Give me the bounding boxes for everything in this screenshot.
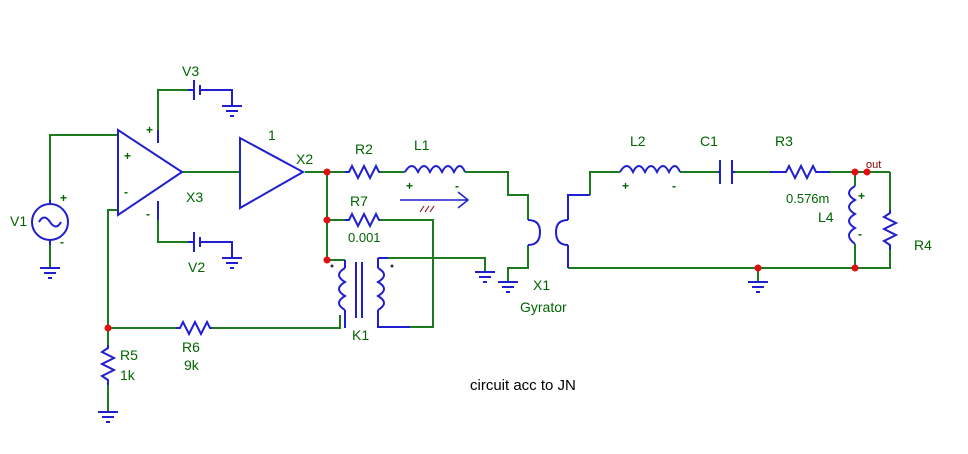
- r3-label: R3: [775, 133, 793, 149]
- l2-plus-sign: +: [622, 179, 629, 193]
- out-net-label: out: [866, 159, 881, 171]
- l4-value: 0.576m: [786, 191, 829, 206]
- junction-ground-out: [754, 264, 762, 272]
- inductor-l2: L2 + -: [619, 133, 681, 193]
- resistor-r7: R7 0.001: [345, 193, 381, 245]
- junction-out-right: [863, 168, 871, 176]
- inductor-l1: L1 + -: [400, 137, 470, 213]
- junction-r5: [104, 324, 112, 332]
- v1-label: V1: [10, 213, 27, 229]
- ground-output: [748, 281, 768, 293]
- x3-inverting-sign: -: [124, 185, 128, 199]
- v3-label: V3: [182, 63, 199, 79]
- gyrator-x1: X1 Gyrator: [520, 194, 590, 315]
- junction-nodes: [104, 168, 871, 332]
- x3-vminus-sign: -: [146, 207, 150, 221]
- v1-plus-sign: +: [60, 191, 67, 205]
- ground-r5: [98, 411, 118, 423]
- x3-noninverting-sign: +: [124, 149, 131, 163]
- x2-label: X2: [296, 151, 313, 167]
- l1-minus-sign: -: [455, 179, 459, 193]
- l4-label: L4: [818, 209, 834, 225]
- ground-k1: [475, 271, 495, 283]
- r6-label: R6: [182, 339, 200, 355]
- wires: [49, 89, 891, 412]
- l1-plus-sign: +: [406, 179, 413, 193]
- ground-v1: [40, 267, 60, 279]
- r6-value: 9k: [184, 357, 200, 373]
- r7-label: R7: [350, 193, 368, 209]
- resistor-r6: R6 9k: [176, 319, 212, 373]
- junction-r7: [323, 216, 331, 224]
- source-v1: + - V1: [10, 191, 69, 249]
- diagram-title: circuit acc to JN: [470, 377, 576, 394]
- inductor-l4: + - 0.576m L4: [786, 185, 865, 245]
- v2-label: V2: [188, 259, 205, 275]
- transformer-k1: K1: [330, 257, 410, 343]
- l2-minus-sign: -: [672, 179, 676, 193]
- r2-label: R2: [355, 141, 373, 157]
- resistor-r2: R2: [345, 141, 380, 181]
- x3-vplus-sign: +: [146, 123, 153, 137]
- x3-label: X3: [186, 189, 203, 205]
- r5-label: R5: [120, 347, 138, 363]
- buffer-x2: 1 X2: [239, 127, 313, 210]
- x2-gain-label: 1: [268, 127, 276, 143]
- junction-x2-out: [323, 168, 331, 176]
- c1-label: C1: [700, 133, 718, 149]
- resistor-r5: R5 1k: [99, 345, 138, 385]
- l1-label: L1: [414, 137, 430, 153]
- l2-label: L2: [630, 133, 646, 149]
- r4-label: R4: [914, 237, 932, 253]
- r5-value: 1k: [120, 367, 136, 383]
- opamp-x3: + - + - X3: [117, 123, 203, 221]
- junction-out-left: [851, 168, 859, 176]
- battery-v3: V3: [182, 63, 242, 117]
- l4-plus-sign: +: [858, 189, 865, 203]
- v1-minus-sign: -: [60, 235, 64, 249]
- junction-bottom-right: [851, 264, 859, 272]
- resistor-r4: R4: [881, 210, 932, 253]
- resistor-r3: R3: [770, 133, 830, 181]
- ground-x1: [498, 281, 518, 293]
- r7-value: 0.001: [348, 230, 381, 245]
- capacitor-c1: C1: [700, 133, 735, 184]
- k1-label: K1: [352, 327, 369, 343]
- x1-label: X1: [533, 277, 550, 293]
- l4-minus-sign: -: [858, 227, 862, 241]
- junction-k1: [323, 256, 331, 264]
- x1-type: Gyrator: [520, 299, 567, 315]
- battery-v2: V2: [188, 232, 242, 275]
